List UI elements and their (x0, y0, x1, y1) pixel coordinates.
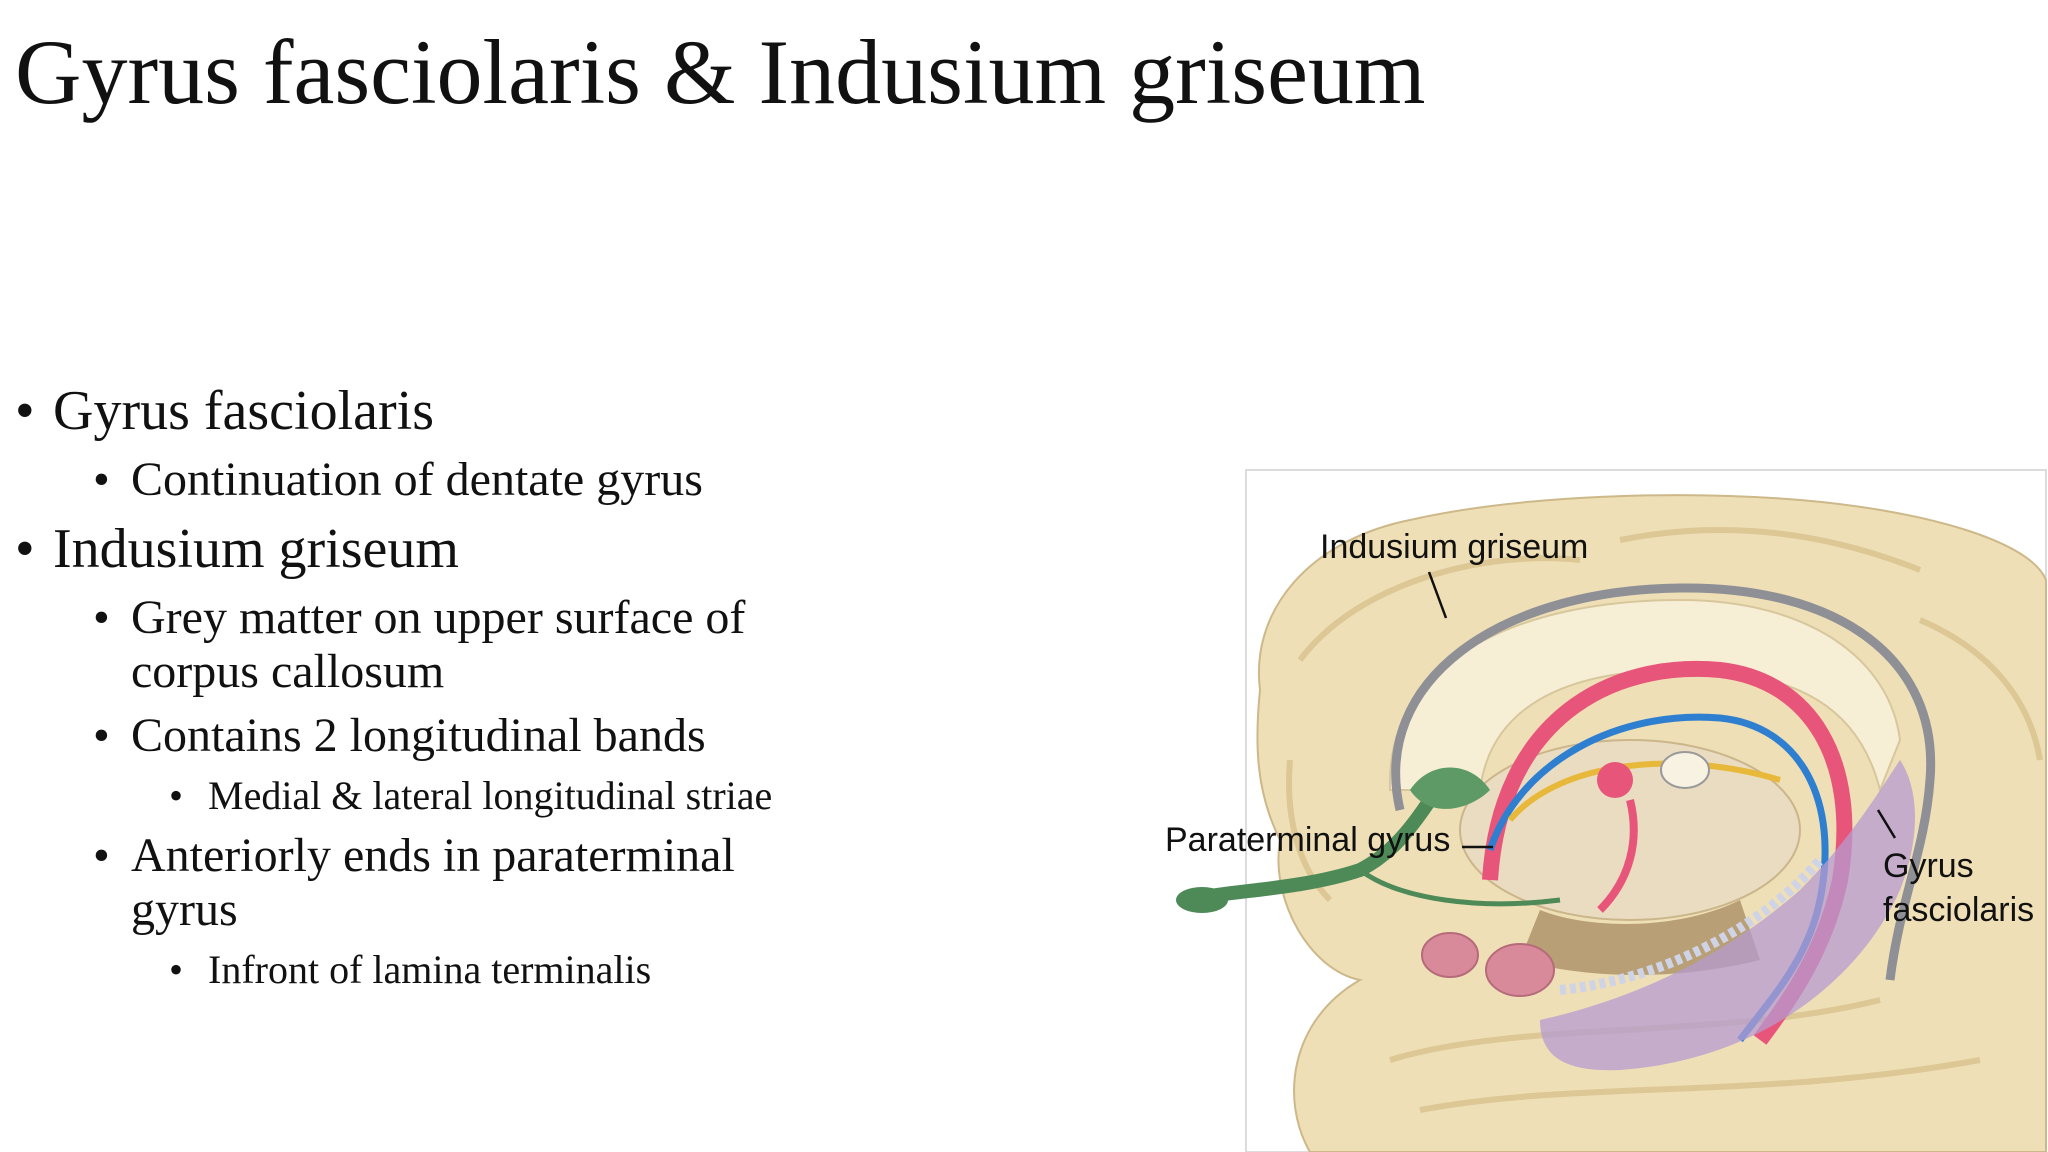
brain-illustration: Indusium griseum Paraterminal gyrus Gyru… (1160, 460, 2048, 1152)
bullet-text: Gyrus fasciolaris (53, 380, 435, 442)
indusium-griseum-band (1391, 583, 1936, 981)
label-gyrus-fasciolaris-line2: fasciolaris (1883, 891, 2035, 929)
bullet-text: Continuation of dentate gyrus (131, 453, 703, 507)
label-indusium-griseum: Indusium griseum (1320, 528, 1589, 566)
fasciolaris-leader-line (1876, 809, 1897, 839)
bullet-indusium-griseum: •Indusium griseum (15, 517, 459, 580)
bullet-text: Grey matter on upper surface of corpus c… (131, 590, 746, 698)
bullet-anteriorly-ends: •Anteriorly ends in paraterminal gyrus (93, 828, 735, 936)
bullet-grey-matter: •Grey matter on upper surface of corpus … (93, 590, 746, 698)
bullet-text: Contains 2 longitudinal bands (131, 709, 706, 763)
brain-drawing (1176, 469, 2047, 1152)
label-paraterminal-gyrus: Paraterminal gyrus (1165, 821, 1451, 859)
bullet-list: •Gyrus fasciolaris •Continuation of dent… (0, 380, 1120, 1002)
hippocampus-band (1559, 856, 1824, 995)
bullet-text: Anteriorly ends in paraterminal gyrus (131, 828, 735, 936)
bullet-text: Infront of lamina terminalis (208, 947, 652, 993)
bullet-gyrus-fasciolaris: •Gyrus fasciolaris (15, 380, 435, 442)
bullet-text: Medial & lateral longitudinal striae (208, 773, 773, 819)
dentate-gyrus (1540, 760, 1915, 1071)
corpus-callosum (1388, 598, 1902, 794)
label-gyrus-fasciolaris-line1: Gyrus (1883, 847, 1974, 885)
bullet-longitudinal-bands: •Contains 2 longitudinal bands (93, 709, 706, 763)
bullet-text: Indusium griseum (53, 517, 459, 580)
bullet-lamina-terminalis: •Infront of lamina terminalis (169, 947, 652, 993)
bullet-continuation-dentate: •Continuation of dentate gyrus (93, 453, 703, 507)
bullet-striae: •Medial & lateral longitudinal striae (169, 773, 773, 819)
indusium-leader-line (1427, 571, 1448, 619)
slide-title: Gyrus fasciolaris & Indusium griseum (15, 21, 1426, 123)
paraterminal-gyrus (1183, 793, 1437, 907)
